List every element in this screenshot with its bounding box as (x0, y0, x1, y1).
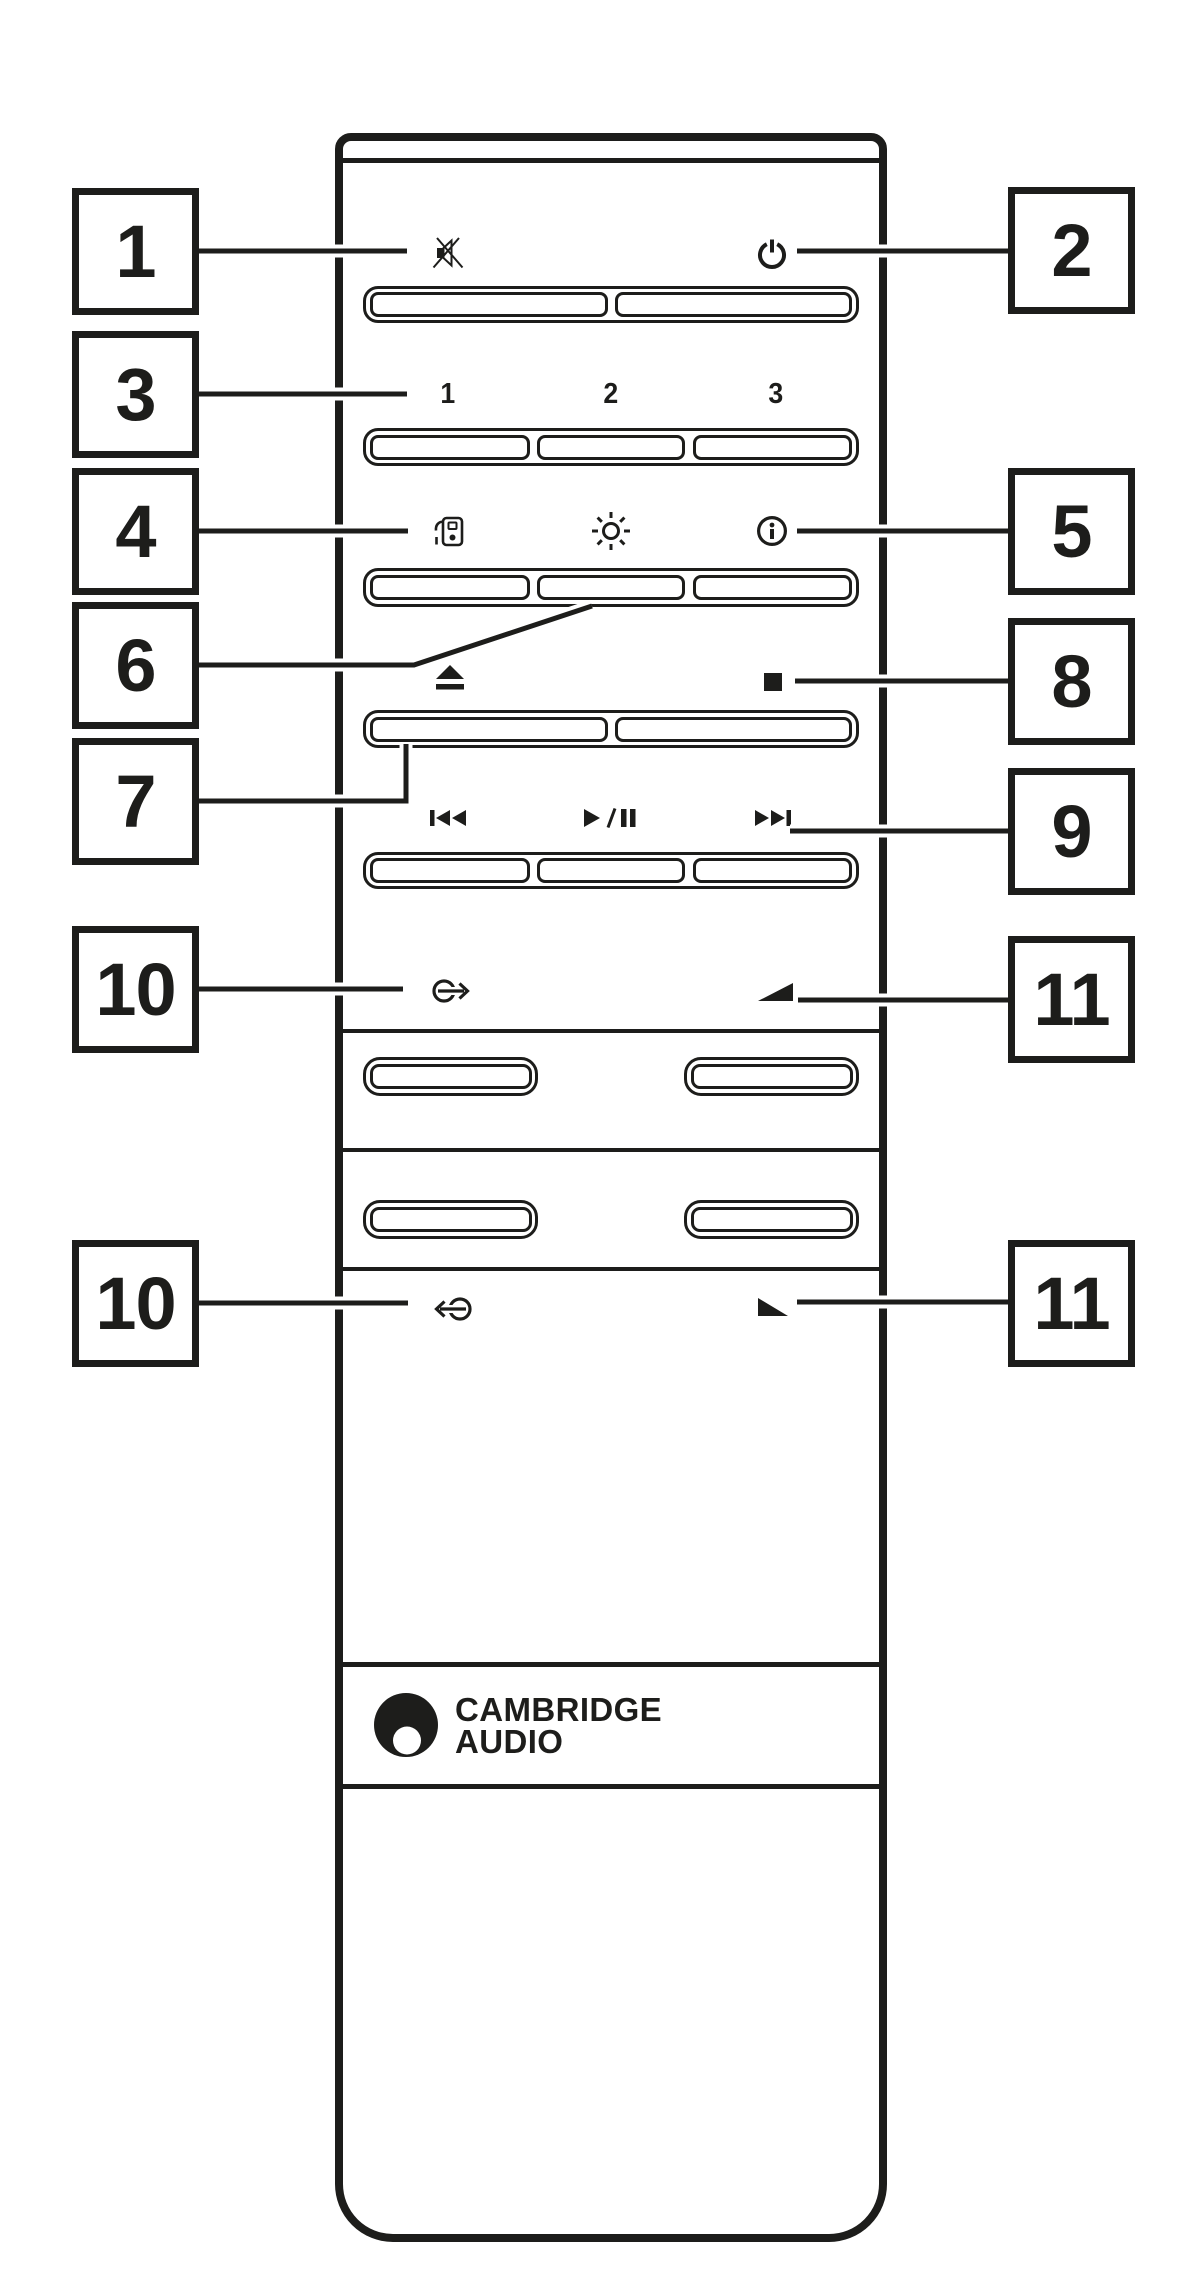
brand-line-2: AUDIO (455, 1722, 564, 1760)
preset-recall-button (370, 575, 530, 600)
stop-icon (764, 673, 782, 691)
preset-3-label: 3 (768, 378, 784, 410)
cambridge-audio-roundel-icon (374, 1693, 438, 1757)
power-button (615, 292, 852, 317)
preset-2-label: 2 (603, 378, 619, 410)
brightness-button (537, 575, 685, 600)
logo-band-divider-bottom (343, 1784, 879, 1789)
callout-box-2: 2 (1008, 187, 1135, 314)
band-divider-2 (343, 1148, 879, 1152)
preset-1-label: 1 (440, 378, 456, 410)
preset-recall-icon (434, 516, 464, 547)
callout-label-2: 2 (1051, 209, 1092, 292)
callout-box-1: 1 (72, 188, 199, 315)
callout-label-1: 1 (115, 210, 156, 293)
callout-label-9: 9 (1051, 790, 1092, 873)
preset-3-button (693, 435, 852, 460)
callout-label-6: 6 (115, 624, 156, 707)
skip-forward-button (693, 858, 852, 883)
play-pause-button (537, 858, 685, 883)
source-next-button (370, 1064, 532, 1089)
stop-button (615, 717, 852, 742)
eject-button (370, 717, 608, 742)
callout-box-7: 7 (72, 738, 199, 865)
volume-up-button (691, 1064, 853, 1089)
eject-icon (436, 665, 464, 690)
brand-line-1: CAMBRIDGE (455, 1691, 663, 1728)
top-cap-divider (343, 158, 879, 163)
source-back-icon (434, 1297, 472, 1321)
callout-label-11b: 11 (1033, 1262, 1110, 1345)
callout-label-10a: 10 (95, 948, 176, 1031)
volume-down-button (691, 1207, 853, 1232)
power-icon (758, 239, 786, 269)
mute-icon (432, 237, 464, 269)
callout-label-3: 3 (115, 353, 156, 436)
callout-label-4: 4 (115, 490, 156, 573)
info-button (693, 575, 852, 600)
preset-2-button (537, 435, 685, 460)
callout-label-8: 8 (1051, 640, 1092, 723)
callout-box-11a: 11 (1008, 936, 1135, 1063)
brightness-icon (592, 512, 630, 550)
callout-box-4: 4 (72, 468, 199, 595)
callout-label-11a: 11 (1033, 958, 1110, 1041)
remote-body: 1 2 3 (335, 133, 887, 2242)
skip-forward-icon (755, 810, 791, 826)
callout-box-10a: 10 (72, 926, 199, 1053)
brand-wordmark: CAMBRIDGE AUDIO (455, 1691, 663, 1760)
volume-up-icon (758, 983, 793, 1001)
skip-back-icon (430, 810, 466, 826)
callout-box-6: 6 (72, 602, 199, 729)
preset-1-button (370, 435, 530, 460)
callout-box-9: 9 (1008, 768, 1135, 895)
callout-box-11b: 11 (1008, 1240, 1135, 1367)
callout-box-10b: 10 (72, 1240, 199, 1367)
info-icon (757, 516, 787, 546)
source-previous-button (370, 1207, 532, 1232)
mute-button (370, 292, 608, 317)
volume-down-icon (758, 1298, 788, 1316)
band-divider-1 (343, 1029, 879, 1033)
callout-label-5: 5 (1051, 490, 1092, 573)
source-out-icon (432, 979, 470, 1003)
play-pause-icon (584, 808, 636, 828)
callout-label-10b: 10 (95, 1262, 176, 1345)
logo-band-divider-top (343, 1662, 879, 1667)
callout-box-3: 3 (72, 331, 199, 458)
callout-box-8: 8 (1008, 618, 1135, 745)
band-divider-3 (343, 1267, 879, 1271)
leader-line-6 (199, 603, 593, 668)
leader-line-7 (199, 744, 409, 804)
callout-label-7: 7 (115, 760, 156, 843)
callout-box-5: 5 (1008, 468, 1135, 595)
skip-back-button (370, 858, 530, 883)
